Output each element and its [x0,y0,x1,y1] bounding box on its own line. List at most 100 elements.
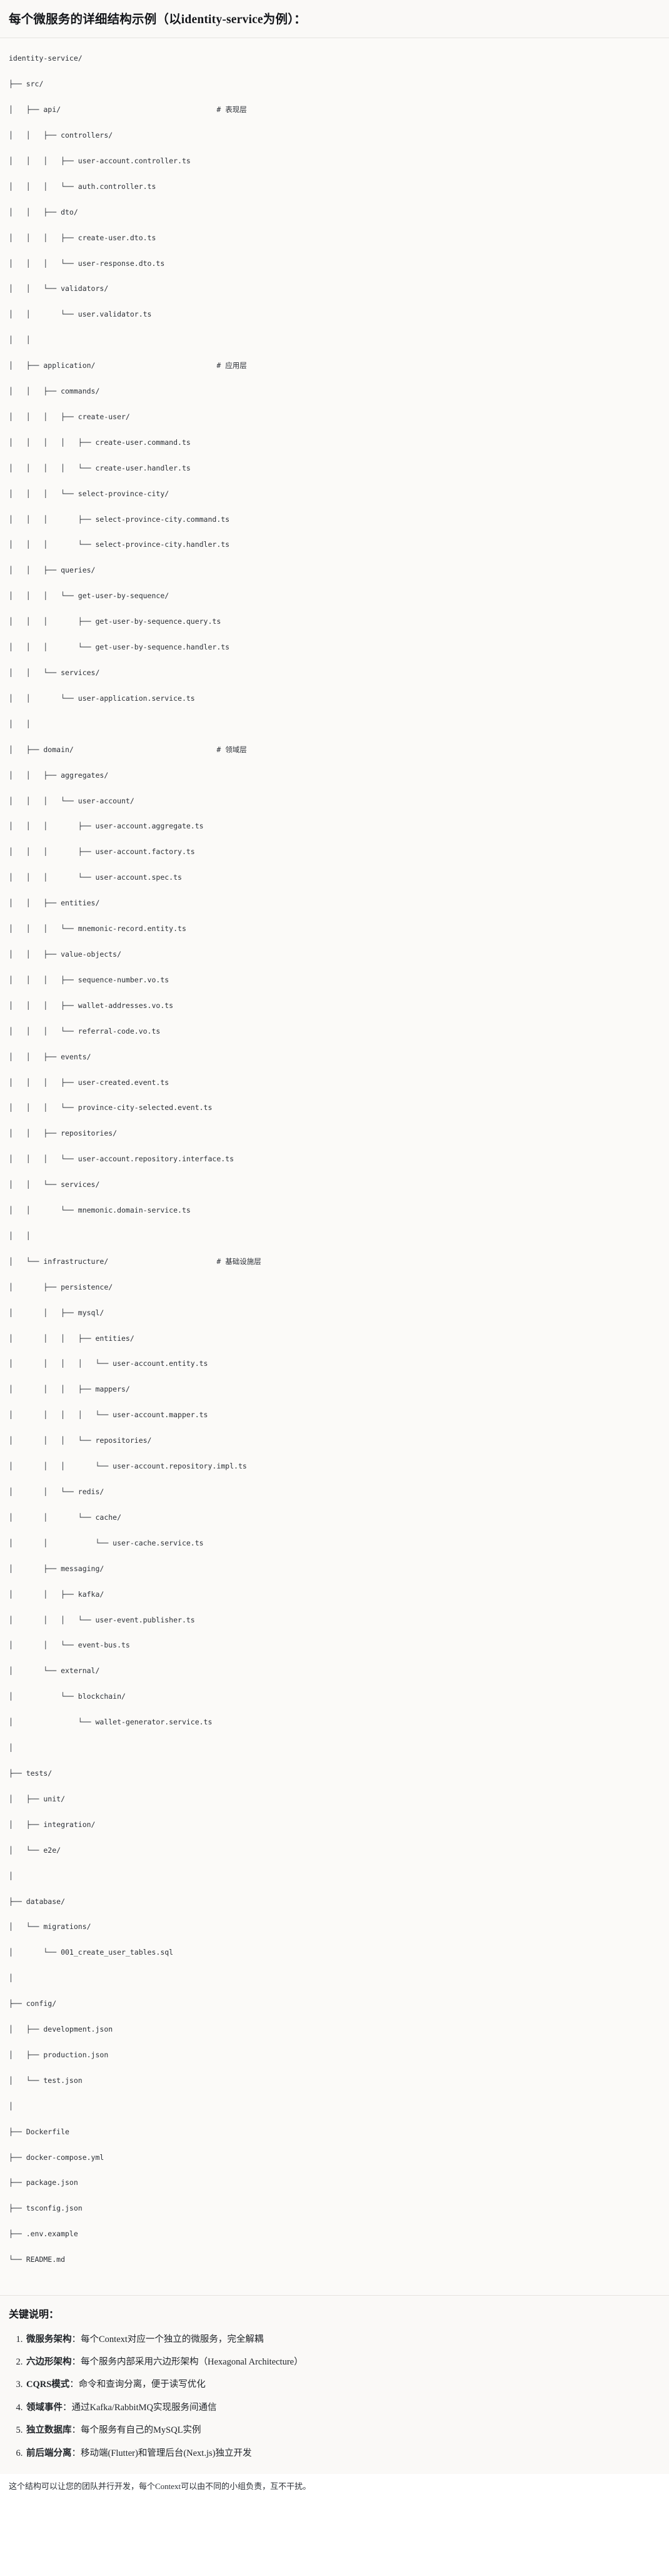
tree-line: │ │ │ └── select-province-city.handler.t… [9,540,230,549]
directory-tree-content: identity-service/ ├── src/ │ ├── api/ # … [9,52,660,2266]
tree-line: │ └── infrastructure/ # 基础设施层 [9,1256,261,1266]
key-note-body: ：移动端(Flutter)和管理后台(Next.js)独立开发 [71,2448,252,2458]
key-note-lead: 微服务架构 [26,2334,72,2344]
tree-comment: # 应用层 [216,361,247,370]
tree-comment: # 表现层 [216,105,247,115]
tree-comment: # 领域层 [216,745,247,754]
tree-line: │ │ │ └── repositories/ [9,1436,152,1445]
tree-line: │ ├── persistence/ [9,1282,113,1291]
tree-line: │ │ │ ├── create-user/ [9,412,130,421]
tree-line: identity-service/ [9,54,83,63]
key-note-item: 六边形架构：每个服务内部采用六边形架构（Hexagonal Architectu… [25,2355,660,2369]
tree-line: │ │ │ └── province-city-selected.event.t… [9,1103,213,1112]
tree-line: │ │ │ ├── sequence-number.vo.ts [9,975,169,984]
tree-line: ├── config/ [9,1999,57,2008]
tree-line: │ ├── application/ # 应用层 [9,361,247,370]
tree-line: ├── tsconfig.json [9,2204,83,2213]
tree-line: │ │ │ └── select-province-city/ [9,489,169,498]
tree-line: │ │ └── user.validator.ts [9,310,152,319]
tree-line: │ │ │ ├── get-user-by-sequence.query.ts [9,617,221,626]
closing-block: 这个结构可以让您的团队并行开发，每个Context可以由不同的小组负责，互不干扰… [0,2474,669,2504]
tree-line: │ │ │ └── user-account/ [9,796,134,805]
tree-line: │ │ │ │ ├── create-user.command.ts [9,437,191,447]
key-note-body: ：命令和查询分离，便于读写优化 [69,2380,206,2390]
tree-line: │ ├── api/ # 表现层 [9,105,247,115]
tree-line: │ │ │ │ └── user-account.entity.ts [9,1359,208,1368]
tree-line: │ │ │ └── mnemonic-record.entity.ts [9,924,186,934]
closing-paragraph: 这个结构可以让您的团队并行开发，每个Context可以由不同的小组负责，互不干扰… [9,2482,311,2492]
tree-line: │ │ └── cache/ [9,1512,122,1522]
tree-line: │ │ │ │ └── user-account.mapper.ts [9,1410,208,1420]
tree-line: │ │ │ ├── mappers/ [9,1385,130,1394]
tree-line: │ │ │ ├── user-created.event.ts [9,1077,169,1087]
tree-line: │ │ │ ├── wallet-addresses.vo.ts [9,1000,174,1010]
tree-line: │ │ └── user-cache.service.ts [9,1538,204,1547]
tree-line: │ │ └── services/ [9,1180,100,1189]
tree-line: │ ├── integration/ [9,1820,96,1829]
tree-line: │ └── wallet-generator.service.ts [9,1718,213,1727]
code-block: identity-service/ ├── src/ │ ├── api/ # … [0,38,669,2296]
tree-line: │ │ ├── repositories/ [9,1129,118,1138]
tree-line: │ │ │ ├── user-account.controller.ts [9,156,191,165]
tree-line: │ │ ├── dto/ [9,207,78,216]
tree-line: │ │ ├── kafka/ [9,1589,104,1599]
tree-line: │ │ ├── mysql/ [9,1308,104,1317]
tree-line: │ └── migrations/ [9,1922,91,1932]
key-note-lead: 六边形架构 [26,2356,72,2367]
tree-line: │ └── e2e/ [9,1845,61,1855]
tree-line: │ │ │ └── get-user-by-sequence/ [9,591,169,601]
tree-line: │ ├── production.json [9,2050,109,2059]
key-note-lead: 前后端分离 [26,2448,72,2458]
key-note-item: 微服务架构：每个Context对应一个独立的微服务，完全解耦 [25,2333,660,2346]
tree-line: │ │ │ │ └── create-user.handler.ts [9,463,191,472]
key-note-lead: 独立数据库 [26,2425,72,2436]
tree-line: │ │ [9,719,31,728]
tree-line: │ └── blockchain/ [9,1692,126,1701]
directory-tree: identity-service/ ├── src/ │ ├── api/ # … [9,52,660,2279]
key-note-item: 领域事件：通过Kafka/RabbitMQ实现服务间通信 [25,2401,660,2415]
tree-line: │ │ │ ├── select-province-city.command.t… [9,514,230,524]
tree-line: │ │ │ └── auth.controller.ts [9,181,156,191]
tree-line: │ │ [9,335,31,345]
tree-line: │ └── 001_create_user_tables.sql [9,1948,174,1957]
tree-line: ├── database/ [9,1896,66,1906]
tree-line: │ │ ├── queries/ [9,566,96,575]
key-note-body: ：每个Context对应一个独立的微服务，完全解耦 [71,2334,264,2344]
tree-line: │ [9,1743,13,1753]
tree-line: │ │ ├── commands/ [9,387,100,396]
tree-line: │ ├── messaging/ [9,1564,104,1573]
key-note-body: ：每个服务有自己的MySQL实例 [71,2425,201,2436]
tree-line: │ ├── domain/ # 领域层 [9,745,247,754]
key-note-lead: 领域事件 [26,2402,63,2413]
tree-line: │ │ ├── events/ [9,1052,91,1061]
tree-line: │ [9,1871,13,1880]
tree-line: ├── Dockerfile [9,2127,69,2136]
tree-line: │ │ [9,1231,31,1240]
tree-line: │ │ └── redis/ [9,1487,104,1497]
tree-line: │ │ │ └── get-user-by-sequence.handler.t… [9,643,230,652]
tree-line: │ │ │ ├── user-account.aggregate.ts [9,822,204,831]
tree-line: │ │ ├── value-objects/ [9,949,122,959]
document-page: 每个微服务的详细结构示例（以identity-service为例）： ident… [0,0,669,2503]
tree-line: │ │ │ ├── user-account.factory.ts [9,847,195,857]
tree-line: │ │ │ └── user-event.publisher.ts [9,1615,195,1624]
tree-line: │ ├── development.json [9,2025,113,2034]
tree-line: ├── package.json [9,2178,78,2187]
tree-line: │ └── test.json [9,2075,83,2085]
tree-line: │ │ └── validators/ [9,284,109,293]
tree-comment: # 基础设施层 [216,1256,261,1266]
key-notes-list: 微服务架构：每个Context对应一个独立的微服务，完全解耦六边形架构：每个服务… [9,2333,660,2461]
page-title: 每个微服务的详细结构示例（以identity-service为例）： [9,13,306,26]
tree-line: │ │ ├── entities/ [9,899,100,908]
tree-line: │ │ ├── controllers/ [9,130,113,140]
tree-line: │ │ └── mnemonic.domain-service.ts [9,1206,191,1215]
tree-line: └── README.md [9,2255,66,2264]
key-note-body: ：通过Kafka/RabbitMQ实现服务间通信 [63,2402,217,2413]
tree-line: │ │ └── user-application.service.ts [9,693,195,703]
key-note-item: 独立数据库：每个服务有自己的MySQL实例 [25,2423,660,2437]
tree-line: │ │ │ └── referral-code.vo.ts [9,1026,161,1036]
tree-line: │ └── external/ [9,1666,100,1676]
key-note-body: ：每个服务内部采用六边形架构（Hexagonal Architecture） [71,2356,303,2367]
tree-line: ├── src/ [9,79,44,89]
tree-line: │ │ │ ├── entities/ [9,1333,134,1343]
